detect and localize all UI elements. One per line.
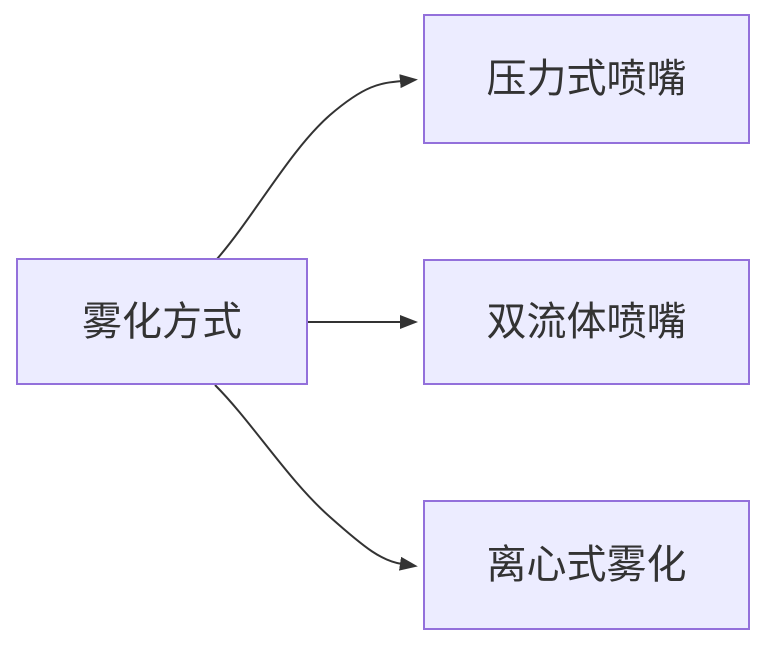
node-pressure-nozzle: 压力式喷嘴 [423, 14, 750, 144]
edge-root-to-centrifugal-atomization [214, 384, 418, 571]
edge-root-to-pressure-nozzle [216, 74, 418, 260]
node-root-label: 雾化方式 [82, 299, 242, 344]
node-centrifugal-atomization-label: 离心式雾化 [486, 543, 687, 587]
node-two-fluid-nozzle: 双流体喷嘴 [423, 259, 750, 385]
node-root: 雾化方式 [16, 258, 308, 385]
node-two-fluid-nozzle-label: 双流体喷嘴 [486, 300, 687, 344]
node-centrifugal-atomization: 离心式雾化 [423, 500, 750, 630]
node-pressure-nozzle-label: 压力式喷嘴 [486, 57, 687, 101]
